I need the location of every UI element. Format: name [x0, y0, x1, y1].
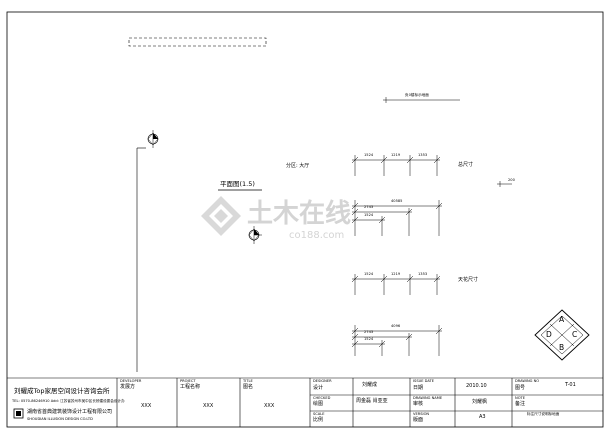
dims-ceiling-lines — [351, 274, 443, 356]
developer-cn: 发展方 — [120, 384, 136, 390]
dashed-frame — [128, 37, 267, 47]
note-value: 标注尺寸说明标地面 — [527, 412, 560, 416]
company-tel: TEL: 0570-86246910 Add: 江苏省苏州市吴中区长桥建设委会设… — [12, 399, 125, 403]
date-value: 2010.10 — [466, 383, 487, 389]
dim-total-b: 1219 — [391, 153, 401, 157]
version-cn: 版面 — [413, 417, 424, 423]
designer-value: 刘耀成 — [362, 382, 378, 388]
version-value: A3 — [479, 414, 486, 420]
drawing-name-cn: 审核 — [413, 401, 424, 407]
dim-ceil-sub1: 2743 — [364, 330, 374, 334]
drawing-no-en: DRAWING NO — [515, 379, 540, 383]
dims-ceiling-label: 天花尺寸 — [458, 277, 479, 283]
sheet-border — [6, 11, 604, 428]
abcd-logo-icon — [534, 309, 590, 361]
dim-ceil-a: 1524 — [364, 272, 374, 276]
dims-total-label: 总尺寸 — [458, 162, 474, 168]
plan-title: 平面图(1.5) — [220, 180, 255, 188]
dim-ceil-c: 1353 — [418, 272, 428, 276]
dim-ceil-sub2: 1524 — [364, 337, 374, 341]
title-en: TITLE — [243, 379, 253, 383]
side-marker: 200 — [508, 178, 515, 182]
date-cn: 日期 — [413, 385, 424, 391]
checked-cn: 绘图 — [313, 401, 324, 407]
drawing-name-en: DRAWING NAME — [413, 396, 443, 400]
note-en: NOTE — [515, 396, 525, 400]
project-en: PROJECT — [180, 379, 196, 383]
company-name: 刘耀成Top家居空间设计咨询会所 — [14, 387, 110, 395]
logo-letter-b: B — [559, 343, 565, 352]
drawing-name-value: 刘耀枫 — [472, 399, 488, 405]
scale-cn: 比例 — [313, 417, 324, 423]
company-cn: 湖南省首典建筑装饰设计工程有限公司 — [27, 409, 113, 415]
title-value: XXX — [264, 403, 275, 409]
dim-ceil-overall: 4096 — [391, 324, 401, 328]
top-note: 负0楼标示地面 — [405, 93, 429, 97]
company-logo-icon — [13, 408, 24, 419]
watermark-logo-icon — [201, 196, 241, 236]
designer-en: DESIGNER — [313, 379, 332, 383]
title-cn: 图名 — [243, 384, 254, 390]
watermark: 土木在线 co188.com — [201, 196, 351, 241]
dim-total-c: 1353 — [418, 153, 428, 157]
project-value: XXX — [203, 403, 214, 409]
developer-en: DEVELOPER — [120, 379, 142, 383]
logo-letter-d: D — [546, 330, 552, 339]
dim-total-a: 1524 — [364, 153, 374, 157]
note-cn: 备注 — [515, 401, 526, 407]
logo-letter-a: A — [559, 315, 565, 324]
logo-letter-c: C — [572, 330, 578, 339]
dim-total-overall: 40585 — [391, 199, 403, 203]
dim-total-sub1: 2743 — [364, 205, 374, 209]
version-en: VERSION — [413, 412, 430, 416]
company-en: SHOUDIAN ILLUSION DESIGN CO.LTD — [27, 417, 93, 421]
title-block-lines — [7, 377, 603, 427]
checked-en: CHECKED — [313, 396, 331, 400]
dim-total-sub2: 1524 — [364, 213, 374, 217]
developer-value: XXX — [141, 403, 152, 409]
watermark-sub: co188.com — [289, 230, 344, 241]
designer-cn: 设计 — [313, 385, 324, 391]
section-marker-icon — [248, 226, 262, 244]
zone-label: 分区: 大厅 — [286, 163, 310, 169]
project-cn: 工程名称 — [180, 384, 201, 390]
section-marker-icon — [147, 130, 159, 148]
dim-ceil-b: 1219 — [391, 272, 401, 276]
drawing-no-value: T-01 — [565, 382, 576, 388]
date-en: ISSUE DATE — [413, 379, 435, 383]
drawing-no-cn: 图号 — [515, 385, 526, 391]
watermark-main: 土木在线 — [247, 199, 351, 229]
scale-en: SCALE — [313, 412, 325, 416]
dims-total-lines — [351, 155, 512, 236]
checked-value: 周金磊 肖亚亚 — [356, 398, 388, 404]
